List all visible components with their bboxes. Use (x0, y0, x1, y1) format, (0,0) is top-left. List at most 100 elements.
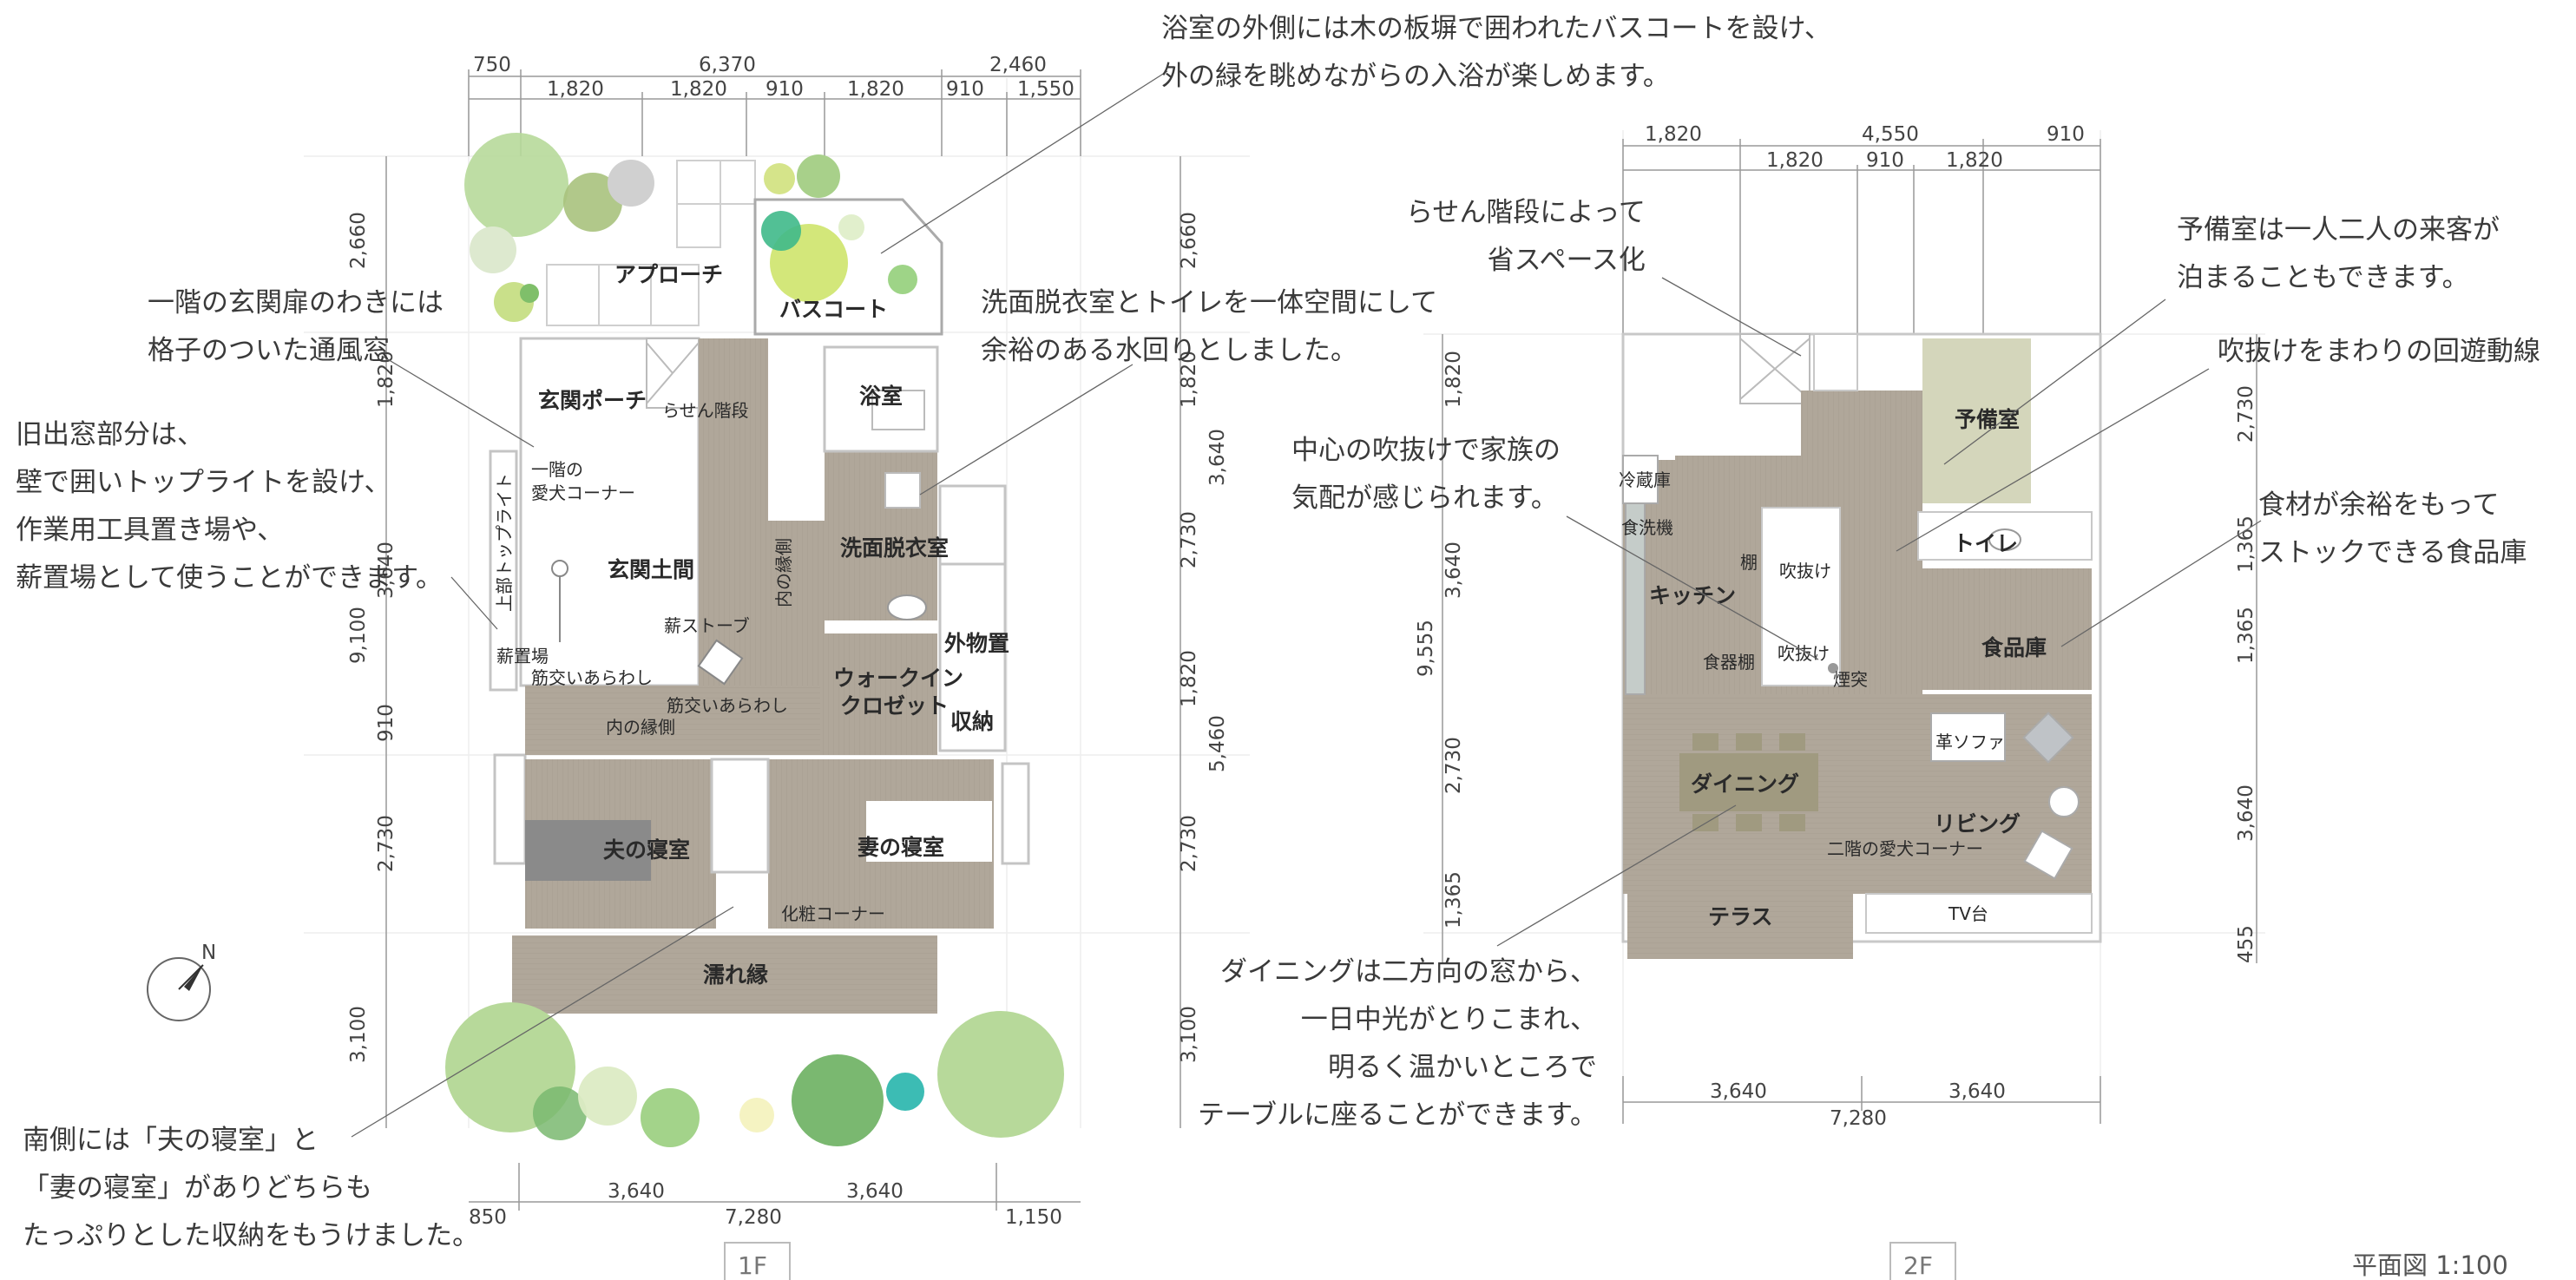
room-outdoor-storage: 外物置 (944, 631, 1009, 656)
note-washroom-toilet-line-1: 洗面脱衣室とトイレを一体空間にして (981, 287, 1438, 318)
f2-dim-bottom-3: 7,280 (1830, 1107, 1887, 1130)
room-toilet: トイレ (1953, 531, 2018, 556)
f1-dim-left-5: 910 (375, 704, 398, 742)
f2-dim-right-1: 2,730 (2235, 385, 2257, 443)
note-dining: ダイニングは二方向の窓から、 一日中光がとりこまれ、 明るく温かいところで テー… (1198, 949, 1597, 1139)
note-circulation: 吹抜けをまわりの回遊動線 (2218, 328, 2540, 376)
f1-dim-right-2: 1,820 (1178, 351, 1200, 408)
f1-dim-right-7: 2,730 (1178, 815, 1200, 872)
note-bath-court-line-2: 外の緑を眺めながらの入浴が楽しめます。 (1161, 61, 1670, 92)
room-inner-veranda-v: 内の縁側 (773, 538, 794, 607)
room-inner-veranda-h: 内の縁側 (606, 717, 675, 738)
f1-dim-top-1: 750 (473, 54, 511, 76)
f1-dim-top-4: 1,820 (547, 78, 604, 101)
bath-court-fence (753, 198, 943, 336)
f1-dim-right-3: 3,640 (1206, 429, 1229, 486)
note-spiral-stair: らせん階段によって 省スペース化 (1406, 189, 1646, 285)
room-kitchen: キッチン (1649, 583, 1736, 608)
note-entrance-window-line-2: 格子のついた通風窓 (148, 335, 390, 366)
note-old-bay-window-line-1: 旧出窓部分は、 (16, 419, 204, 450)
room-outer-veranda: 濡れ縁 (703, 962, 768, 988)
note-washroom-toilet: 洗面脱衣室とトイレを一体空間にして 余裕のある水回りとしました。 (981, 279, 1437, 375)
f1-dim-right-6: 5,460 (1206, 715, 1229, 772)
f2-dim-right-3: 1,365 (2235, 607, 2257, 664)
f1-dim-bottom-2: 3,640 (846, 1180, 904, 1203)
note-old-bay-window-line-2: 壁で囲いトップライトを設け、 (16, 467, 391, 498)
note-bedrooms-line-2: 「妻の寝室」がありどちらも (23, 1172, 372, 1204)
note-spare-room: 予備室は一人二人の来客が 泊まることもできます。 (2177, 207, 2500, 302)
north-arrow: N (147, 942, 216, 1021)
f1-dim-bottom-4: 7,280 (725, 1206, 782, 1229)
f2-dim-bottom-2: 3,640 (1948, 1080, 2006, 1103)
note-pantry-line-1: 食材が余裕をもって (2258, 489, 2500, 521)
floor-1-label: 1F (738, 1251, 767, 1280)
f1-dim-bottom-5: 1,150 (1005, 1206, 1062, 1229)
f1-dim-top-3: 2,460 (989, 54, 1047, 76)
room-living: リビング (1934, 811, 2021, 837)
room-entrance-porch: 玄関ポーチ (538, 388, 647, 413)
note-spiral-stair-line-2: 省スペース化 (1487, 245, 1646, 276)
room-pantry: 食品庫 (1981, 635, 2047, 660)
note-central-void: 中心の吹抜けで家族の 気配が感じられます。 (1291, 427, 1561, 522)
note-pantry: 食材が余裕をもって ストックできる食品庫 (2258, 482, 2527, 577)
f1-dim-left-1: 2,660 (347, 212, 370, 269)
f1-dim-top-8: 910 (946, 78, 984, 101)
floor-2-plan: 1,820 4,550 910 1,820 910 1,820 1,820 3,… (1415, 123, 2265, 1280)
f1-dim-bottom-1: 3,640 (608, 1180, 665, 1203)
note-dining-line-1: ダイニングは二方向の窓から、 (1220, 956, 1598, 988)
room-storage: 収納 (950, 709, 994, 734)
room-shelf: 棚 (1740, 552, 1758, 573)
f2-dim-left-2: 3,640 (1442, 542, 1465, 599)
room-bracing-1: 筋交いあらわし (531, 667, 653, 688)
living-furniture (1930, 712, 2080, 880)
room-dog-corner-line2: 愛犬コーナー (531, 482, 635, 503)
f1-dim-top-9: 1,550 (1017, 78, 1074, 101)
f2-dim-top-2: 4,550 (1862, 123, 1919, 146)
trees-bottom (445, 1002, 1064, 1147)
note-bath-court: 浴室の外側には木の板塀で囲われたバスコートを設け、 外の緑を眺めながらの入浴が楽… (1161, 5, 1831, 101)
room-void-1: 吹抜け (1779, 561, 1831, 581)
f1-dim-right-8: 3,100 (1178, 1006, 1200, 1063)
wood-floors-2f (1623, 391, 2092, 959)
room-vanity-corner: 化粧コーナー (781, 903, 885, 924)
note-central-void-line-1: 中心の吹抜けで家族の (1291, 435, 1561, 466)
f1-dim-top-5: 1,820 (670, 78, 727, 101)
note-spare-room-line-1: 予備室は一人二人の来客が (2177, 214, 2500, 246)
f2-dim-left-3: 9,555 (1415, 620, 1437, 677)
room-entrance-hall: 玄関土間 (608, 557, 694, 582)
note-bath-court-line-1: 浴室の外側には木の板塀で囲われたバスコートを設け、 (1161, 13, 1831, 44)
f2-dim-left-4: 2,730 (1442, 737, 1465, 794)
f1-dim-top-2: 6,370 (699, 54, 756, 76)
f1-dim-right-4: 2,730 (1178, 511, 1200, 568)
f2-dim-top-3: 910 (2047, 123, 2085, 146)
f2-dim-top-5: 910 (1866, 149, 1904, 172)
f1-dim-left-6: 2,730 (375, 815, 398, 872)
room-dining: ダイニング (1691, 771, 1799, 797)
room-bracing-2: 筋交いあらわし (667, 695, 788, 716)
note-dining-line-4: テーブルに座ることができます。 (1198, 1099, 1598, 1131)
f2-dim-left-1: 1,820 (1442, 351, 1465, 408)
room-firewood: 薪置場 (496, 646, 549, 666)
room-leather-sofa: 革ソファ (1935, 732, 2005, 752)
room-dog-corner-line1: 一階の (531, 459, 583, 480)
note-washroom-toilet-line-2: 余裕のある水回りとしました。 (981, 335, 1357, 366)
note-bedrooms: 南側には「夫の寝室」と 「妻の寝室」がありどちらも たっぷりとした収納をもうけま… (23, 1117, 479, 1260)
f2-dim-top-4: 1,820 (1766, 149, 1824, 172)
room-refrigerator: 冷蔵庫 (1619, 469, 1671, 490)
note-old-bay-window-line-4: 薪置場として使うことができます。 (16, 562, 443, 594)
spiral-stair-2f (1739, 333, 1810, 404)
f1-dim-left-3: 3,640 (375, 542, 398, 599)
scale-label: 平面図 1:100 (2352, 1250, 2508, 1280)
room-terrace: テラス (1708, 904, 1773, 929)
room-spare: 予備室 (1955, 407, 2020, 432)
note-circulation-line-1: 吹抜けをまわりの回遊動線 (2218, 336, 2540, 367)
note-pantry-line-2: ストックできる食品庫 (2258, 537, 2527, 568)
note-central-void-line-2: 気配が感じられます。 (1291, 482, 1558, 514)
f1-dim-top-6: 910 (766, 78, 804, 101)
room-spiral-stair: らせん階段 (662, 400, 749, 421)
note-bedrooms-line-3: たっぷりとした収納をもうけました。 (23, 1220, 480, 1251)
note-entrance-window: 一階の玄関扉のわきには 格子のついた通風窓 (148, 279, 444, 375)
room-chimney: 煙突 (1833, 669, 1868, 690)
room-dog-corner-2: 二階の愛犬コーナー (1827, 838, 1983, 859)
